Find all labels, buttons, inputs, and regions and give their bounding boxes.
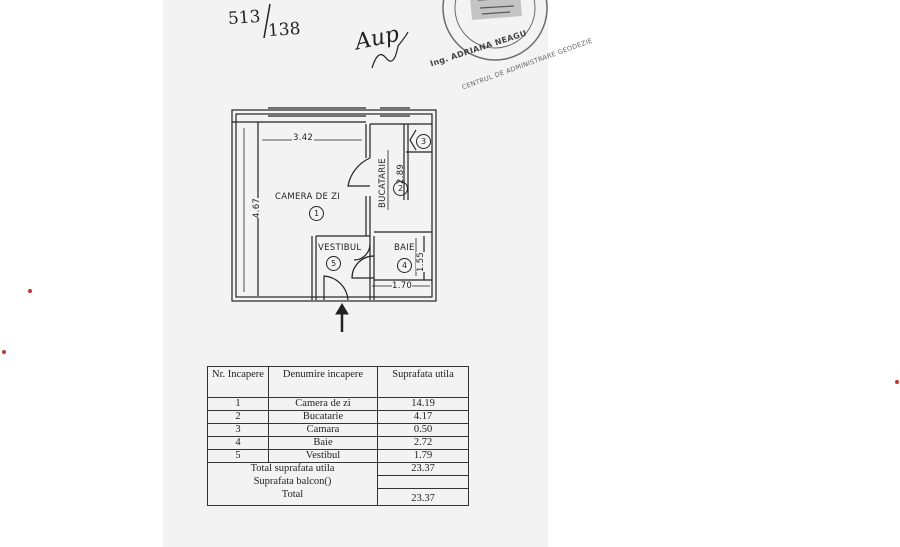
table-row: 2 Bucatarie 4.17 (207, 410, 469, 424)
dim-bath-h: 1.55 (416, 251, 426, 272)
room-5-name: VESTIBUL (318, 243, 362, 253)
balcony-row: Suprafata balcon() (207, 475, 469, 489)
cell-nr: 2 (207, 410, 269, 424)
cell-nr: 4 (207, 436, 269, 450)
total-label: Total (207, 488, 378, 506)
red-mark (895, 380, 899, 384)
room-5-label: VESTIBUL (318, 243, 362, 253)
total-util-value: 23.37 (377, 462, 469, 476)
room-2-num: 2 (397, 184, 404, 193)
dim-height-text: 4.67 (252, 197, 262, 218)
total-value: 23.37 (377, 488, 469, 506)
cell-name: Baie (268, 436, 378, 450)
cell-name: Camera de zi (268, 397, 378, 411)
col-area-header: Suprafata utila (377, 366, 469, 398)
balcony-value (377, 475, 469, 489)
room-2-number: 2 (393, 181, 408, 196)
room-5-num: 5 (330, 259, 337, 268)
cell-area: 0.50 (377, 423, 469, 437)
cell-area: 4.17 (377, 410, 469, 424)
cell-nr: 5 (207, 449, 269, 463)
total-row: Total 23.37 (207, 488, 469, 506)
table-header-row: Nr. Incapere Denumire incapere Suprafata… (207, 366, 469, 398)
table-row: 3 Camara 0.50 (207, 423, 469, 437)
room-3-number: 3 (416, 134, 431, 149)
cell-nr: 1 (207, 397, 269, 411)
cell-nr: 3 (207, 423, 269, 437)
table-row: 1 Camera de zi 14.19 (207, 397, 469, 411)
balcony-label: Suprafata balcon() (207, 475, 378, 489)
dim-bath-w-text: 1.70 (392, 281, 413, 291)
signature-stroke (371, 31, 409, 69)
dim-bath-w: 1.70 (392, 281, 413, 291)
room-2-label: BUCATARIE (378, 158, 388, 208)
total-util-label: Total suprafata utila (207, 462, 378, 476)
room-1-label: CAMERA DE ZI (275, 192, 340, 202)
cell-name: Camara (268, 423, 378, 437)
cell-name: Vestibul (268, 449, 378, 463)
room-5-number: 5 (326, 256, 341, 271)
total-util-row: Total suprafata utila 23.37 (207, 462, 469, 476)
cell-area: 2.72 (377, 436, 469, 450)
red-mark (28, 289, 32, 293)
dim-width: 3.42 (292, 133, 315, 143)
table-row: 5 Vestibul 1.79 (207, 449, 469, 463)
room-4-label: BAIE (394, 243, 415, 253)
red-mark (2, 350, 6, 354)
room-4-name: BAIE (394, 243, 415, 253)
cell-area: 14.19 (377, 397, 469, 411)
room-3-num: 3 (420, 137, 427, 146)
slash-mark (263, 3, 271, 39)
room-4-number: 4 (397, 258, 412, 273)
room-4-num: 4 (401, 261, 408, 270)
room-1-name: CAMERA DE ZI (275, 192, 341, 202)
room-1-number: 1 (309, 206, 324, 221)
room-1-num: 1 (313, 209, 320, 218)
cell-name: Bucatarie (268, 410, 378, 424)
room-2-name: BUCATARIE (378, 158, 388, 208)
col-nr-header: Nr. Incapere (207, 366, 269, 398)
col-name-header: Denumire incapere (268, 366, 378, 398)
dim-height: 4.67 (252, 197, 262, 218)
area-table: Nr. Incapere Denumire incapere Suprafata… (207, 366, 469, 506)
dim-width-text: 3.42 (293, 133, 314, 143)
official-stamp (442, 0, 548, 61)
table-row: 4 Baie 2.72 (207, 436, 469, 450)
dim-bath-h-text: 1.55 (416, 251, 426, 272)
cell-area: 1.79 (377, 449, 469, 463)
